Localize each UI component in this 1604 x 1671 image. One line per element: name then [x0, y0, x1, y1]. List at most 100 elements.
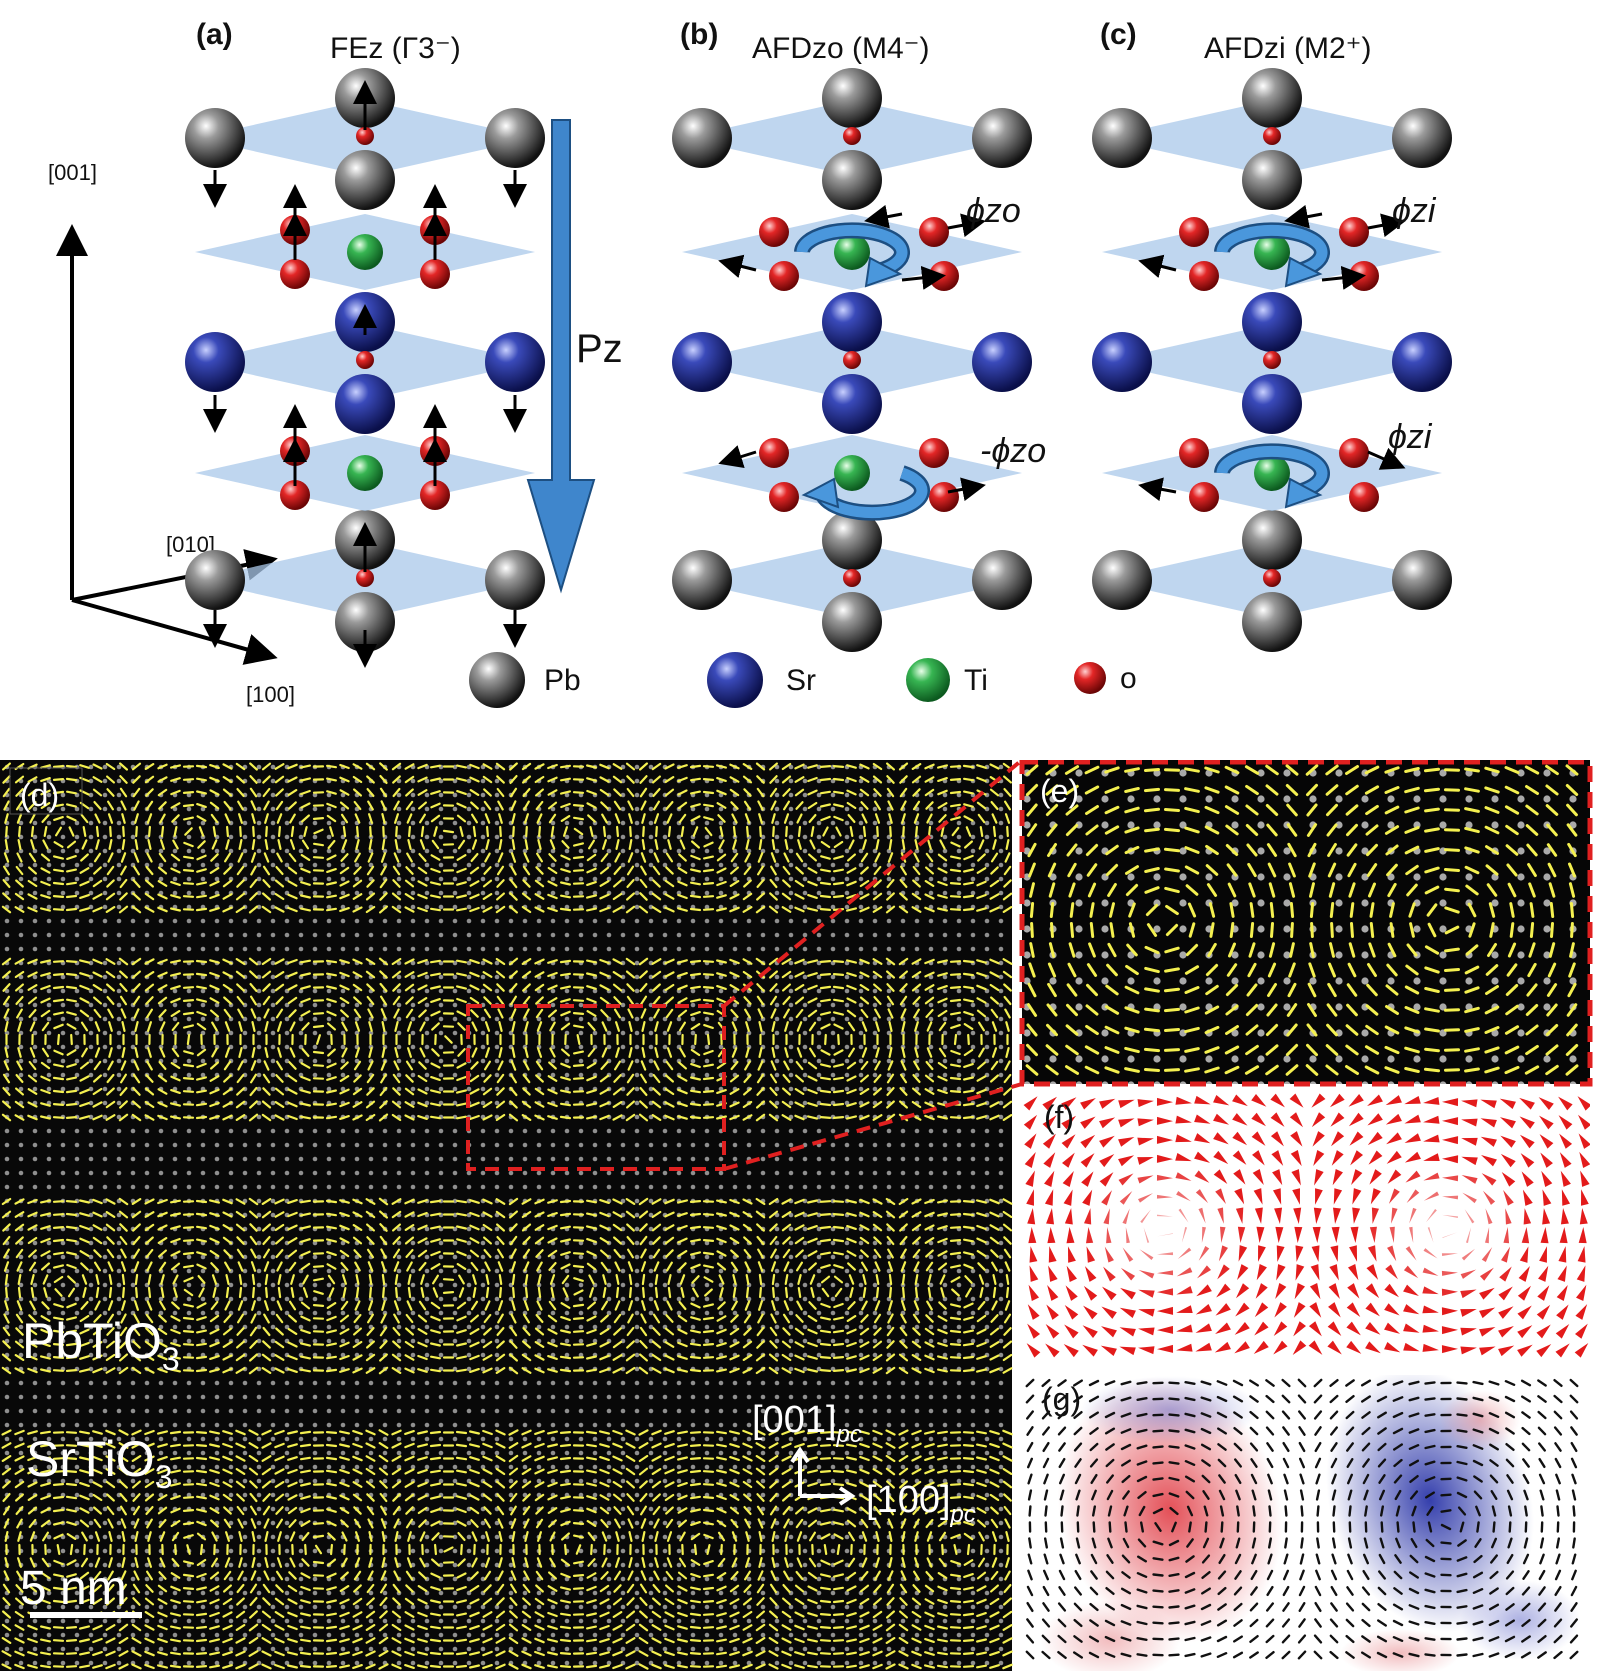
polar-vector [15, 1236, 24, 1245]
polar-vector [66, 1532, 77, 1541]
polar-vector [171, 1557, 180, 1568]
polar-vector [534, 1224, 545, 1231]
polar-vector [976, 997, 987, 1004]
polar-vector [873, 1313, 882, 1324]
polar-vector [742, 970, 753, 979]
polar-vector [94, 1300, 101, 1311]
polar-vector [703, 1024, 714, 1029]
polar-vector [887, 1518, 894, 1529]
polar-vector [716, 789, 727, 796]
polar-vector [599, 776, 610, 783]
polar-vector [3, 1060, 10, 1071]
polar-vector [182, 1573, 195, 1578]
polar-vector [847, 1021, 856, 1032]
polar-vector [689, 894, 702, 899]
polar-vector [862, 1273, 867, 1286]
polar-vector [572, 999, 585, 1002]
polar-vector [367, 852, 374, 863]
polar-vector [484, 1518, 491, 1529]
polar-vector [92, 1211, 103, 1218]
polar-vector [145, 1074, 154, 1083]
polar-vector [405, 1506, 414, 1515]
polar-vector [599, 971, 610, 978]
polar-vector [962, 1355, 975, 1360]
polar-vector [325, 1115, 338, 1120]
polar-vector [626, 1087, 635, 1096]
polar-vector [784, 1021, 789, 1032]
polar-vector [612, 971, 623, 978]
polar-vector [859, 1327, 870, 1336]
polar-vector [170, 1612, 181, 1617]
polar-vector [170, 1355, 181, 1360]
polar-vector [131, 957, 142, 966]
polar-vector [222, 788, 233, 797]
polar-vector [923, 1430, 936, 1435]
polar-vector [832, 894, 845, 899]
polar-vector [78, 1199, 91, 1204]
polar-vector [430, 1368, 441, 1373]
polar-vector [159, 1531, 166, 1542]
polar-vector [976, 1328, 987, 1335]
polar-vector [224, 1261, 231, 1272]
polar-vector [225, 839, 230, 850]
polar-vector [355, 1273, 360, 1286]
polar-vector [1387, 882, 1397, 898]
polar-vector [92, 1074, 103, 1083]
polar-vector [706, 1033, 711, 1046]
polar-vector [392, 1505, 401, 1516]
polar-vector [820, 1533, 831, 1540]
polar-vector [899, 1223, 908, 1232]
polar-vector [1444, 848, 1460, 852]
polar-vector [846, 972, 857, 977]
polar-vector [1048, 882, 1056, 898]
polar-vector [989, 1650, 1000, 1657]
polar-vector [15, 1505, 24, 1516]
polar-vector [341, 839, 348, 850]
polar-vector [702, 1586, 715, 1591]
polar-vector [404, 1663, 415, 1670]
polar-vector [808, 1047, 817, 1058]
polar-vector [393, 852, 400, 863]
polar-vector [654, 1557, 659, 1568]
polar-vector [953, 1033, 958, 1046]
polar-vector [664, 893, 675, 900]
polar-vector [339, 1075, 350, 1082]
polar-vector [393, 1518, 400, 1529]
polar-vector [612, 958, 623, 965]
polar-vector [406, 813, 413, 824]
polar-vector [989, 1455, 1000, 1462]
polar-vector [937, 997, 948, 1004]
polar-vector [417, 1314, 428, 1323]
polar-vector [1307, 842, 1317, 858]
polar-vector [937, 1315, 948, 1322]
polar-vector [1005, 1286, 1010, 1299]
polar-vector [82, 825, 87, 838]
polar-vector [846, 1314, 857, 1323]
polar-vector [914, 838, 919, 851]
polar-vector [404, 1340, 415, 1349]
polar-vector [144, 1429, 155, 1436]
polar-vector [781, 1114, 792, 1121]
polar-vector [781, 1637, 792, 1644]
polar-vector [325, 959, 338, 964]
polar-vector [967, 1033, 970, 1046]
polar-vector [341, 1021, 348, 1032]
polar-vector [743, 996, 752, 1005]
polar-vector [742, 1211, 753, 1218]
polar-vector [832, 960, 845, 963]
polar-vector [238, 1286, 243, 1299]
polar-vector [52, 895, 65, 898]
polar-vector [455, 1456, 468, 1461]
polar-vector [936, 959, 949, 964]
polar-vector [182, 1521, 195, 1526]
polar-vector [654, 1286, 659, 1299]
polar-vector [937, 1225, 948, 1230]
polar-vector [263, 1261, 270, 1272]
polar-vector [703, 1533, 714, 1540]
polar-vector [1004, 1261, 1011, 1272]
polar-vector [482, 1597, 493, 1606]
polar-vector [900, 1570, 907, 1581]
polar-vector [846, 1102, 857, 1107]
polar-vector [209, 1237, 220, 1244]
polar-vector [40, 1102, 51, 1107]
